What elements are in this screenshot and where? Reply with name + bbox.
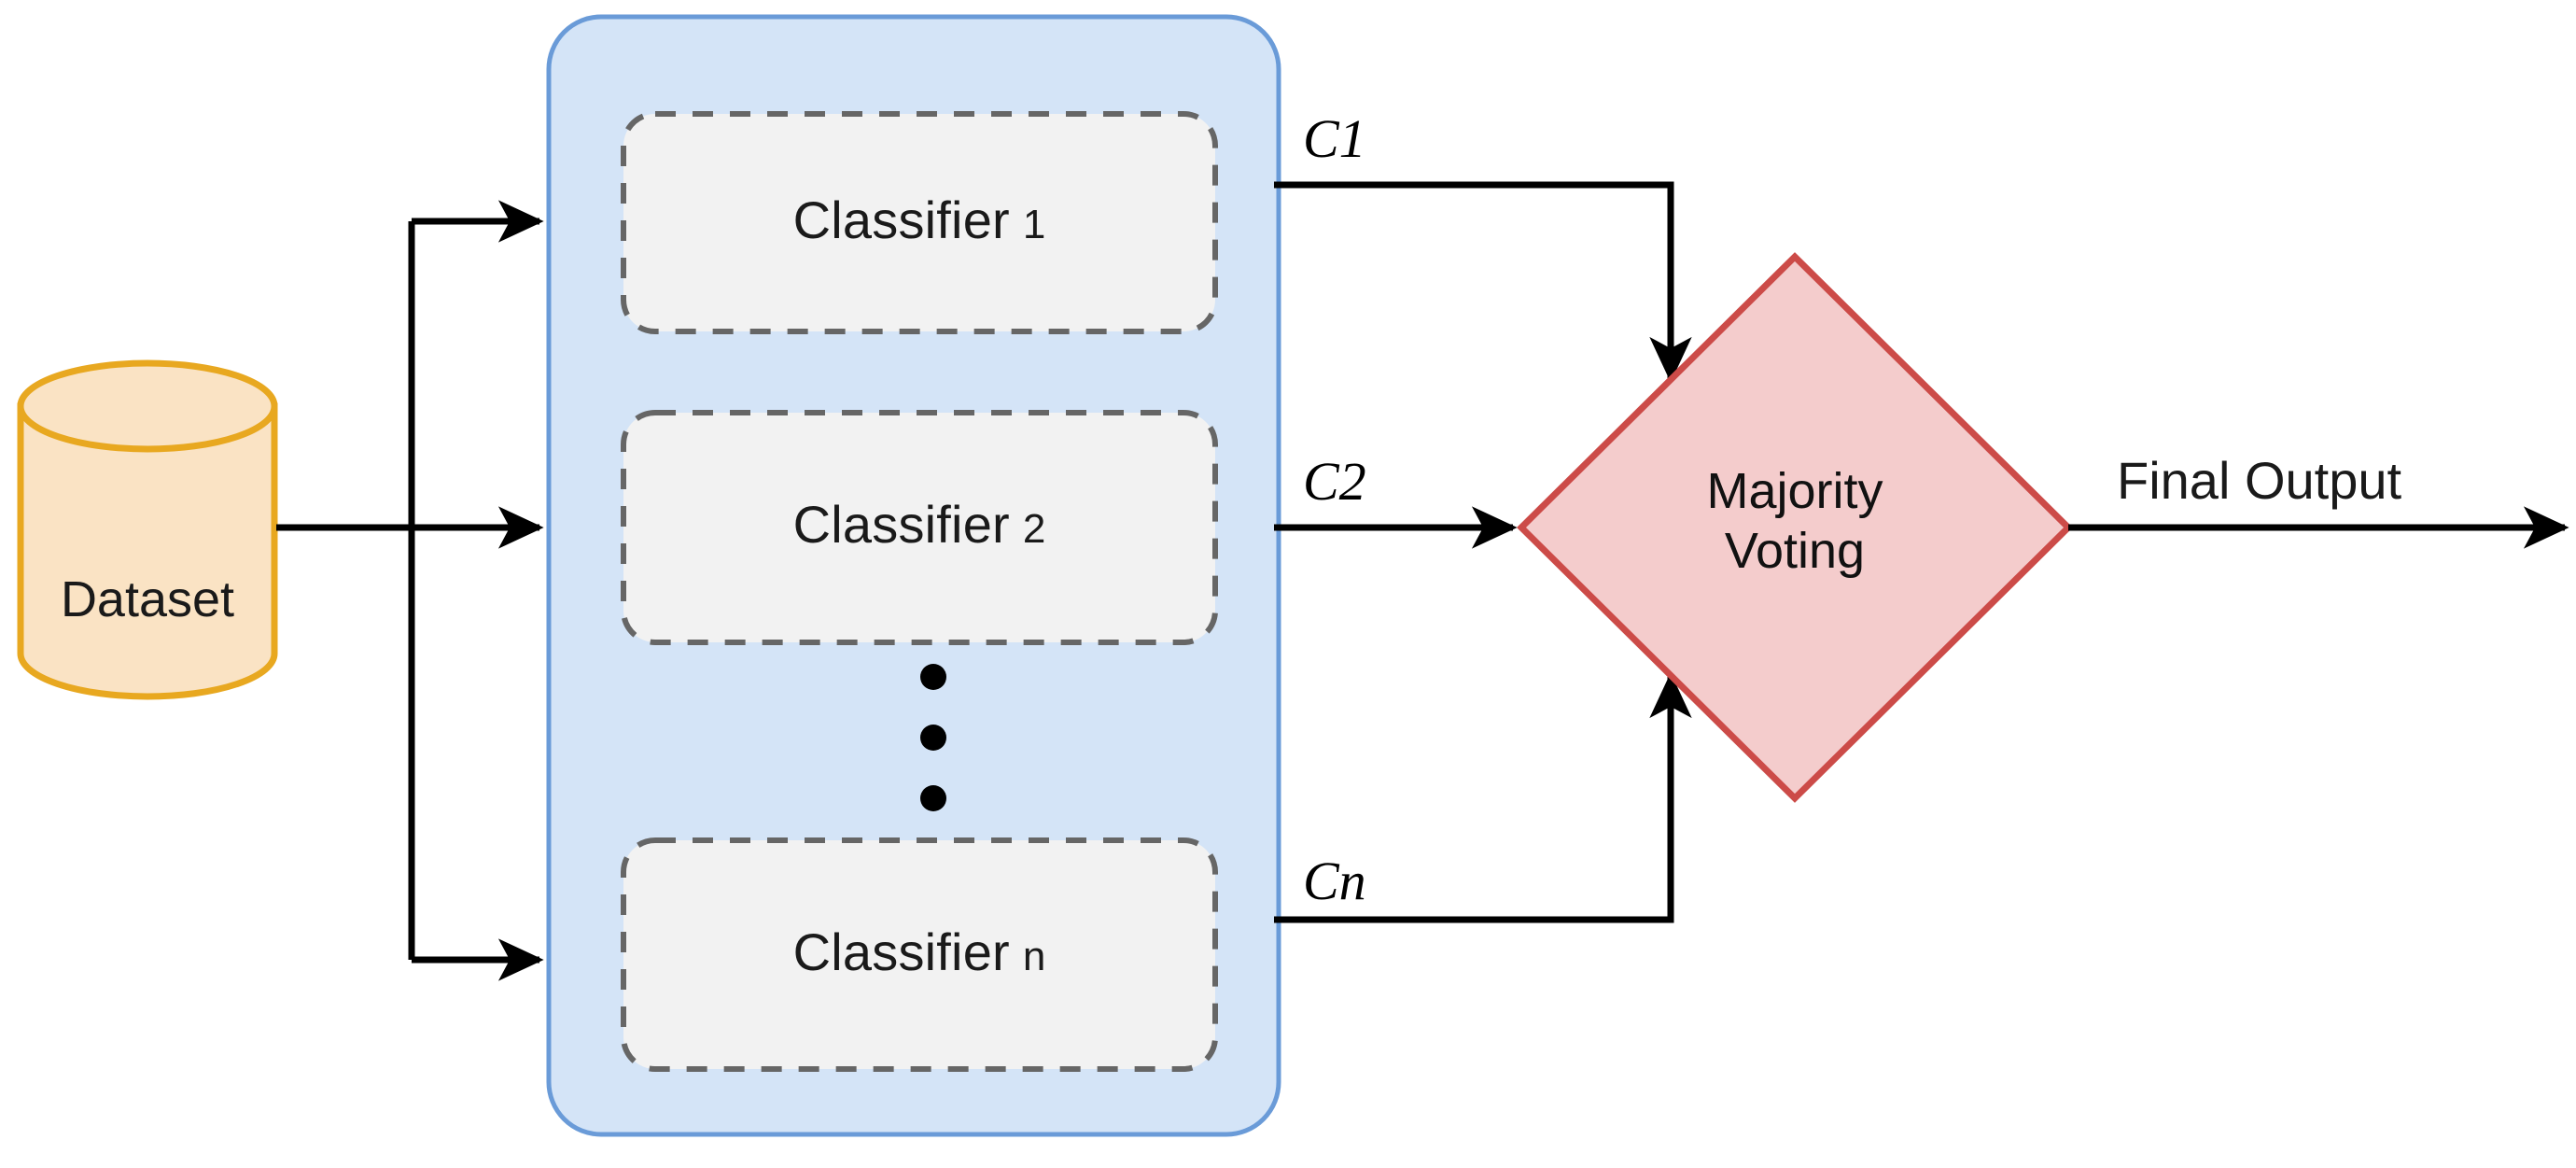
majority-voting-line-2: Voting: [1724, 522, 1866, 579]
classifier-label-2-index: 2: [1022, 506, 1046, 552]
ellipsis-dot-3: [920, 785, 946, 811]
edge-classifier-1-to-voting: [1274, 181, 1692, 383]
classifier-label-2-name: Classifier: [792, 495, 1010, 554]
edge-label-cn: Cn: [1303, 851, 1366, 911]
dataset-cylinder[interactable]: [17, 359, 278, 700]
final-output-label: Final Output: [2117, 451, 2402, 510]
edge-label-c1: C1: [1303, 108, 1366, 169]
majority-voting-label: Majority Voting: [1608, 462, 1981, 581]
edge-label-c2: C2: [1303, 451, 1366, 512]
classifier-label-1-index: 1: [1022, 202, 1046, 247]
classifier-box-1[interactable]: [621, 111, 1218, 334]
ellipsis-dot-1: [920, 664, 946, 690]
classifier-label-n-index: n: [1022, 934, 1046, 979]
classifier-box-2[interactable]: [621, 410, 1218, 645]
dataset-label: Dataset: [60, 571, 235, 627]
classifier-box-n[interactable]: [621, 837, 1218, 1072]
majority-voting-diamond[interactable]: [1517, 252, 2073, 803]
edge-classifier-n-to-voting: [1274, 672, 1692, 923]
classifier-label-n-name: Classifier: [792, 922, 1010, 981]
ellipsis-dot-2: [920, 725, 946, 751]
majority-voting-line-1: Majority: [1706, 463, 1883, 519]
classifier-label-1-name: Classifier: [792, 190, 1010, 249]
